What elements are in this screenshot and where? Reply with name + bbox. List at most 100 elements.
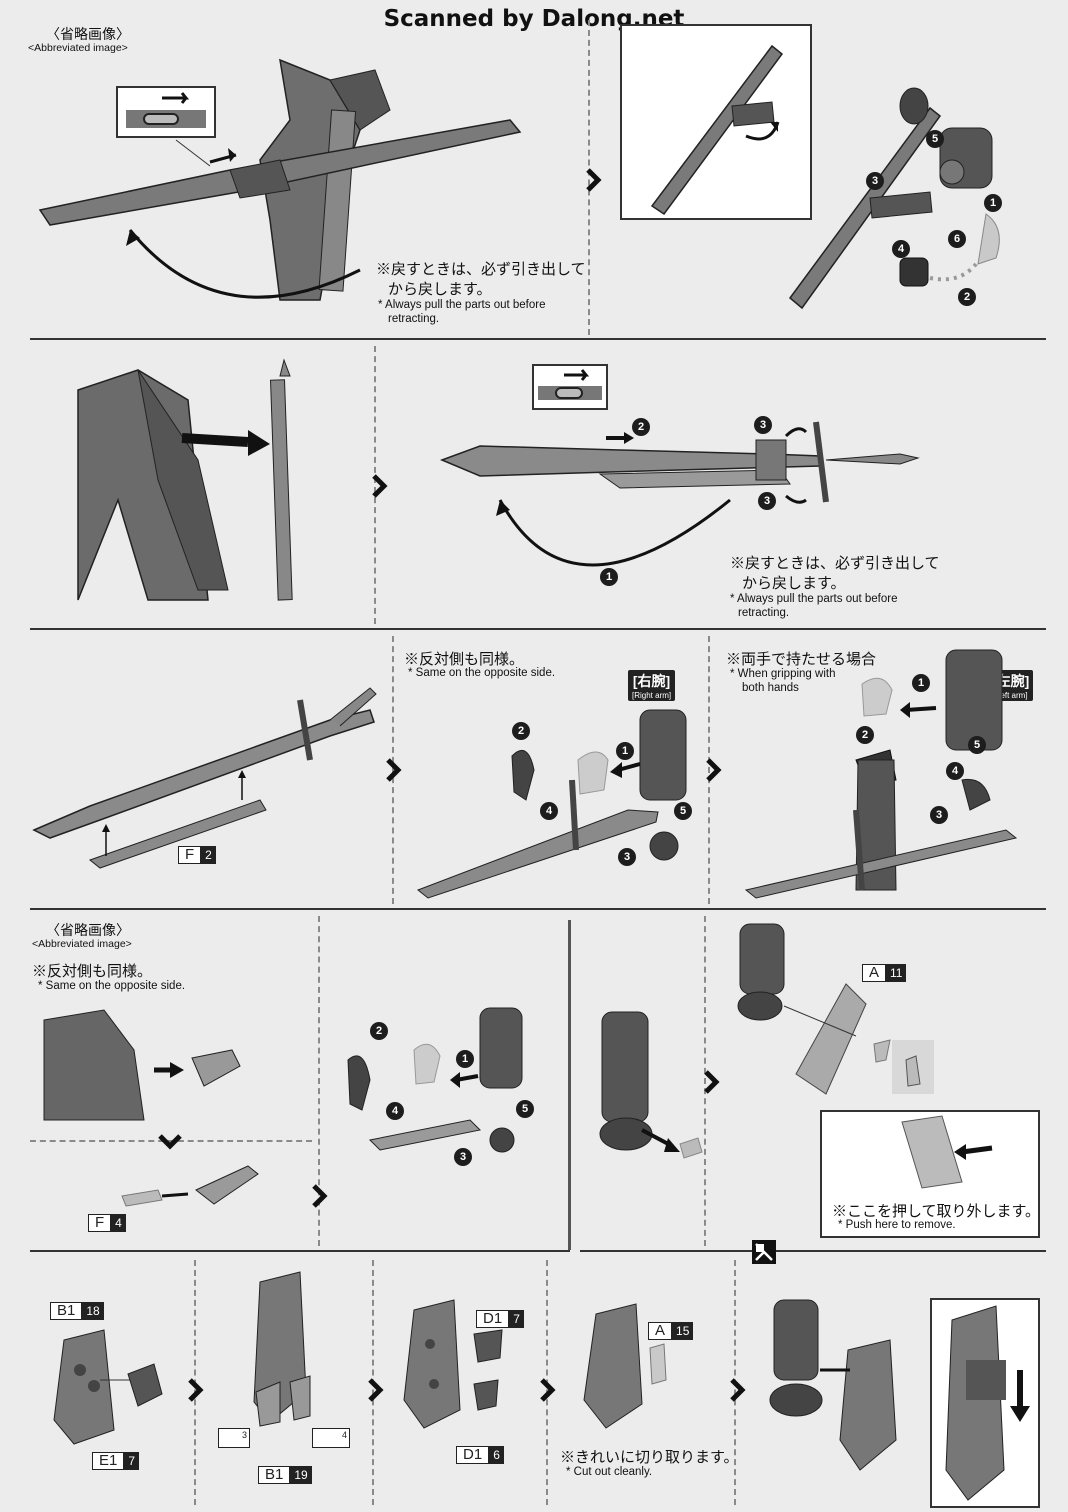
arm-shield-attach-illustration: [737, 923, 891, 1095]
arm-shield-mount-illustration: [769, 1299, 897, 1471]
abbreviated-image-jp: 〈省略画像〉: [46, 922, 130, 938]
shoulder-part-closeup-illustration: [121, 1165, 259, 1207]
push-remove-note-en: * Push here to remove.: [838, 1219, 956, 1231]
step-3-badge: 3: [866, 172, 884, 190]
part-tag-f2: F 2: [178, 846, 216, 864]
abbreviated-image-en: <Abbreviated image>: [32, 938, 132, 950]
slide-detail-inset: [116, 86, 216, 138]
step-4-badge: 4: [946, 762, 964, 780]
opposite-side-note-en: * Same on the opposite side.: [408, 667, 556, 679]
chevron-right-icon: [368, 1378, 384, 1402]
step-2-badge: 2: [632, 418, 650, 436]
step-3-badge: 3: [758, 492, 776, 510]
retract-note-jp-2: から戻します。: [742, 575, 846, 592]
opposite-side-note-jp: ※反対側も同様。: [32, 963, 153, 980]
clip-detail-highlight: [892, 1040, 934, 1094]
col-sep: [392, 636, 394, 904]
shoulder-part-remove-illustration: [43, 1009, 241, 1121]
mech-wing-sword-illustration: [77, 358, 293, 601]
right-hand-sword-grip-illustration: [417, 709, 687, 899]
step-3-badge: 3: [754, 416, 772, 434]
mech-with-rifle-illustration: [38, 58, 522, 301]
retract-note-jp-1: ※戻すときは、必ず引き出して: [376, 261, 586, 278]
part-tag-a15: A 15: [648, 1322, 694, 1340]
step-2-badge: 2: [370, 1022, 388, 1040]
row-divider-1: [30, 338, 1046, 340]
abbreviated-image-jp: 〈省略画像〉: [46, 26, 130, 42]
chevron-right-icon: [188, 1378, 204, 1402]
sub-part-3: 3: [218, 1428, 250, 1448]
step-5-badge: 5: [674, 802, 692, 820]
retract-note-en-2: retracting.: [738, 607, 790, 619]
shield-d1-parts-illustration: [403, 1299, 503, 1429]
cut-cleanly-note-jp: ※きれいに切り取ります。: [560, 1449, 739, 1466]
shield-a15-illustration: [583, 1303, 667, 1429]
handle-fold-inset: [620, 24, 812, 220]
push-remove-note-jp: ※ここを押して取り外します。: [832, 1203, 1041, 1220]
step-1-badge: 1: [912, 674, 930, 692]
chevron-down-icon: [158, 1134, 182, 1150]
long-sword-extend-illustration: [439, 421, 920, 567]
step-1-badge: 1: [984, 194, 1002, 212]
arm-remove-hand-illustration: [599, 1011, 703, 1159]
right-arm-label: [右腕] [Right arm]: [628, 670, 676, 701]
chevron-right-icon: [704, 1070, 720, 1094]
hand-short-sword-grip-illustration: [347, 1007, 523, 1153]
abbreviated-image-en: <Abbreviated image>: [28, 42, 128, 54]
retract-note-en-2: retracting.: [388, 313, 440, 325]
chevron-right-icon: [730, 1378, 746, 1402]
part-tag-f4: F 4: [88, 1214, 126, 1232]
step-2-badge: 2: [856, 726, 874, 744]
chevron-right-icon: [540, 1378, 556, 1402]
both-hands-note-jp: ※両手で持たせる場合: [726, 651, 877, 668]
chevron-right-icon: [372, 474, 388, 498]
step-1-badge: 1: [456, 1050, 474, 1068]
retract-note-en-1: * Always pull the parts out before: [730, 593, 898, 605]
both-hands-note-en-1: * When gripping with: [730, 668, 836, 680]
step-4-badge: 4: [540, 802, 558, 820]
shield-slide-inset: [930, 1298, 1040, 1508]
step-1-badge: 1: [616, 742, 634, 760]
retract-note-en-1: * Always pull the parts out before: [378, 299, 546, 311]
row-divider-4a: [30, 1250, 570, 1252]
part-tag-a11: A 11: [862, 964, 907, 982]
step-3-badge: 3: [930, 806, 948, 824]
sub-part-4: 4: [312, 1428, 350, 1448]
step-4-badge: 4: [386, 1102, 404, 1120]
step-3-badge: 3: [618, 848, 636, 866]
sword-slide-inset: [532, 364, 608, 410]
col-sep: [708, 636, 710, 904]
opposite-side-note-jp: ※反対側も同様。: [404, 651, 525, 668]
cut-cleanly-note-en: * Cut out cleanly.: [566, 1466, 653, 1478]
step-5-badge: 5: [926, 130, 944, 148]
part-tag-d1-7: D1 7: [476, 1310, 524, 1328]
left-hand-sword-grip-illustration: [744, 649, 1018, 899]
sword-parts-attach-illustration: [32, 687, 377, 869]
col-sep: [588, 20, 590, 335]
step-6-badge: 6: [948, 230, 966, 248]
chevron-right-icon: [386, 758, 402, 782]
chevron-right-icon: [586, 168, 602, 192]
col-sep: [318, 916, 320, 1246]
row-divider-4b: [580, 1250, 1046, 1252]
opposite-side-note-en: * Same on the opposite side.: [38, 980, 186, 992]
row-sep: [30, 1140, 312, 1142]
shield-b1-19-illustration: [253, 1271, 311, 1427]
step-1-badge: 1: [600, 568, 618, 586]
step-5-badge: 5: [516, 1100, 534, 1118]
part-tag-b1-18: B1 18: [50, 1302, 104, 1320]
step-2-badge: 2: [958, 288, 976, 306]
retract-note-jp-2: から戻します。: [388, 281, 492, 298]
shield-b1-18-illustration: [53, 1329, 163, 1445]
step-5-badge: 5: [968, 736, 986, 754]
chevron-right-icon: [312, 1184, 328, 1208]
step-3-badge: 3: [454, 1148, 472, 1166]
part-tag-b1-19: B1 19: [258, 1466, 312, 1484]
part-tag-d1-6: D1 6: [456, 1446, 504, 1464]
row-divider-3: [30, 908, 1046, 910]
row-divider-2: [30, 628, 1046, 630]
push-remove-inset: [820, 1110, 1040, 1238]
cut-warning-icon: [752, 1240, 776, 1264]
col-sep: [374, 346, 376, 624]
